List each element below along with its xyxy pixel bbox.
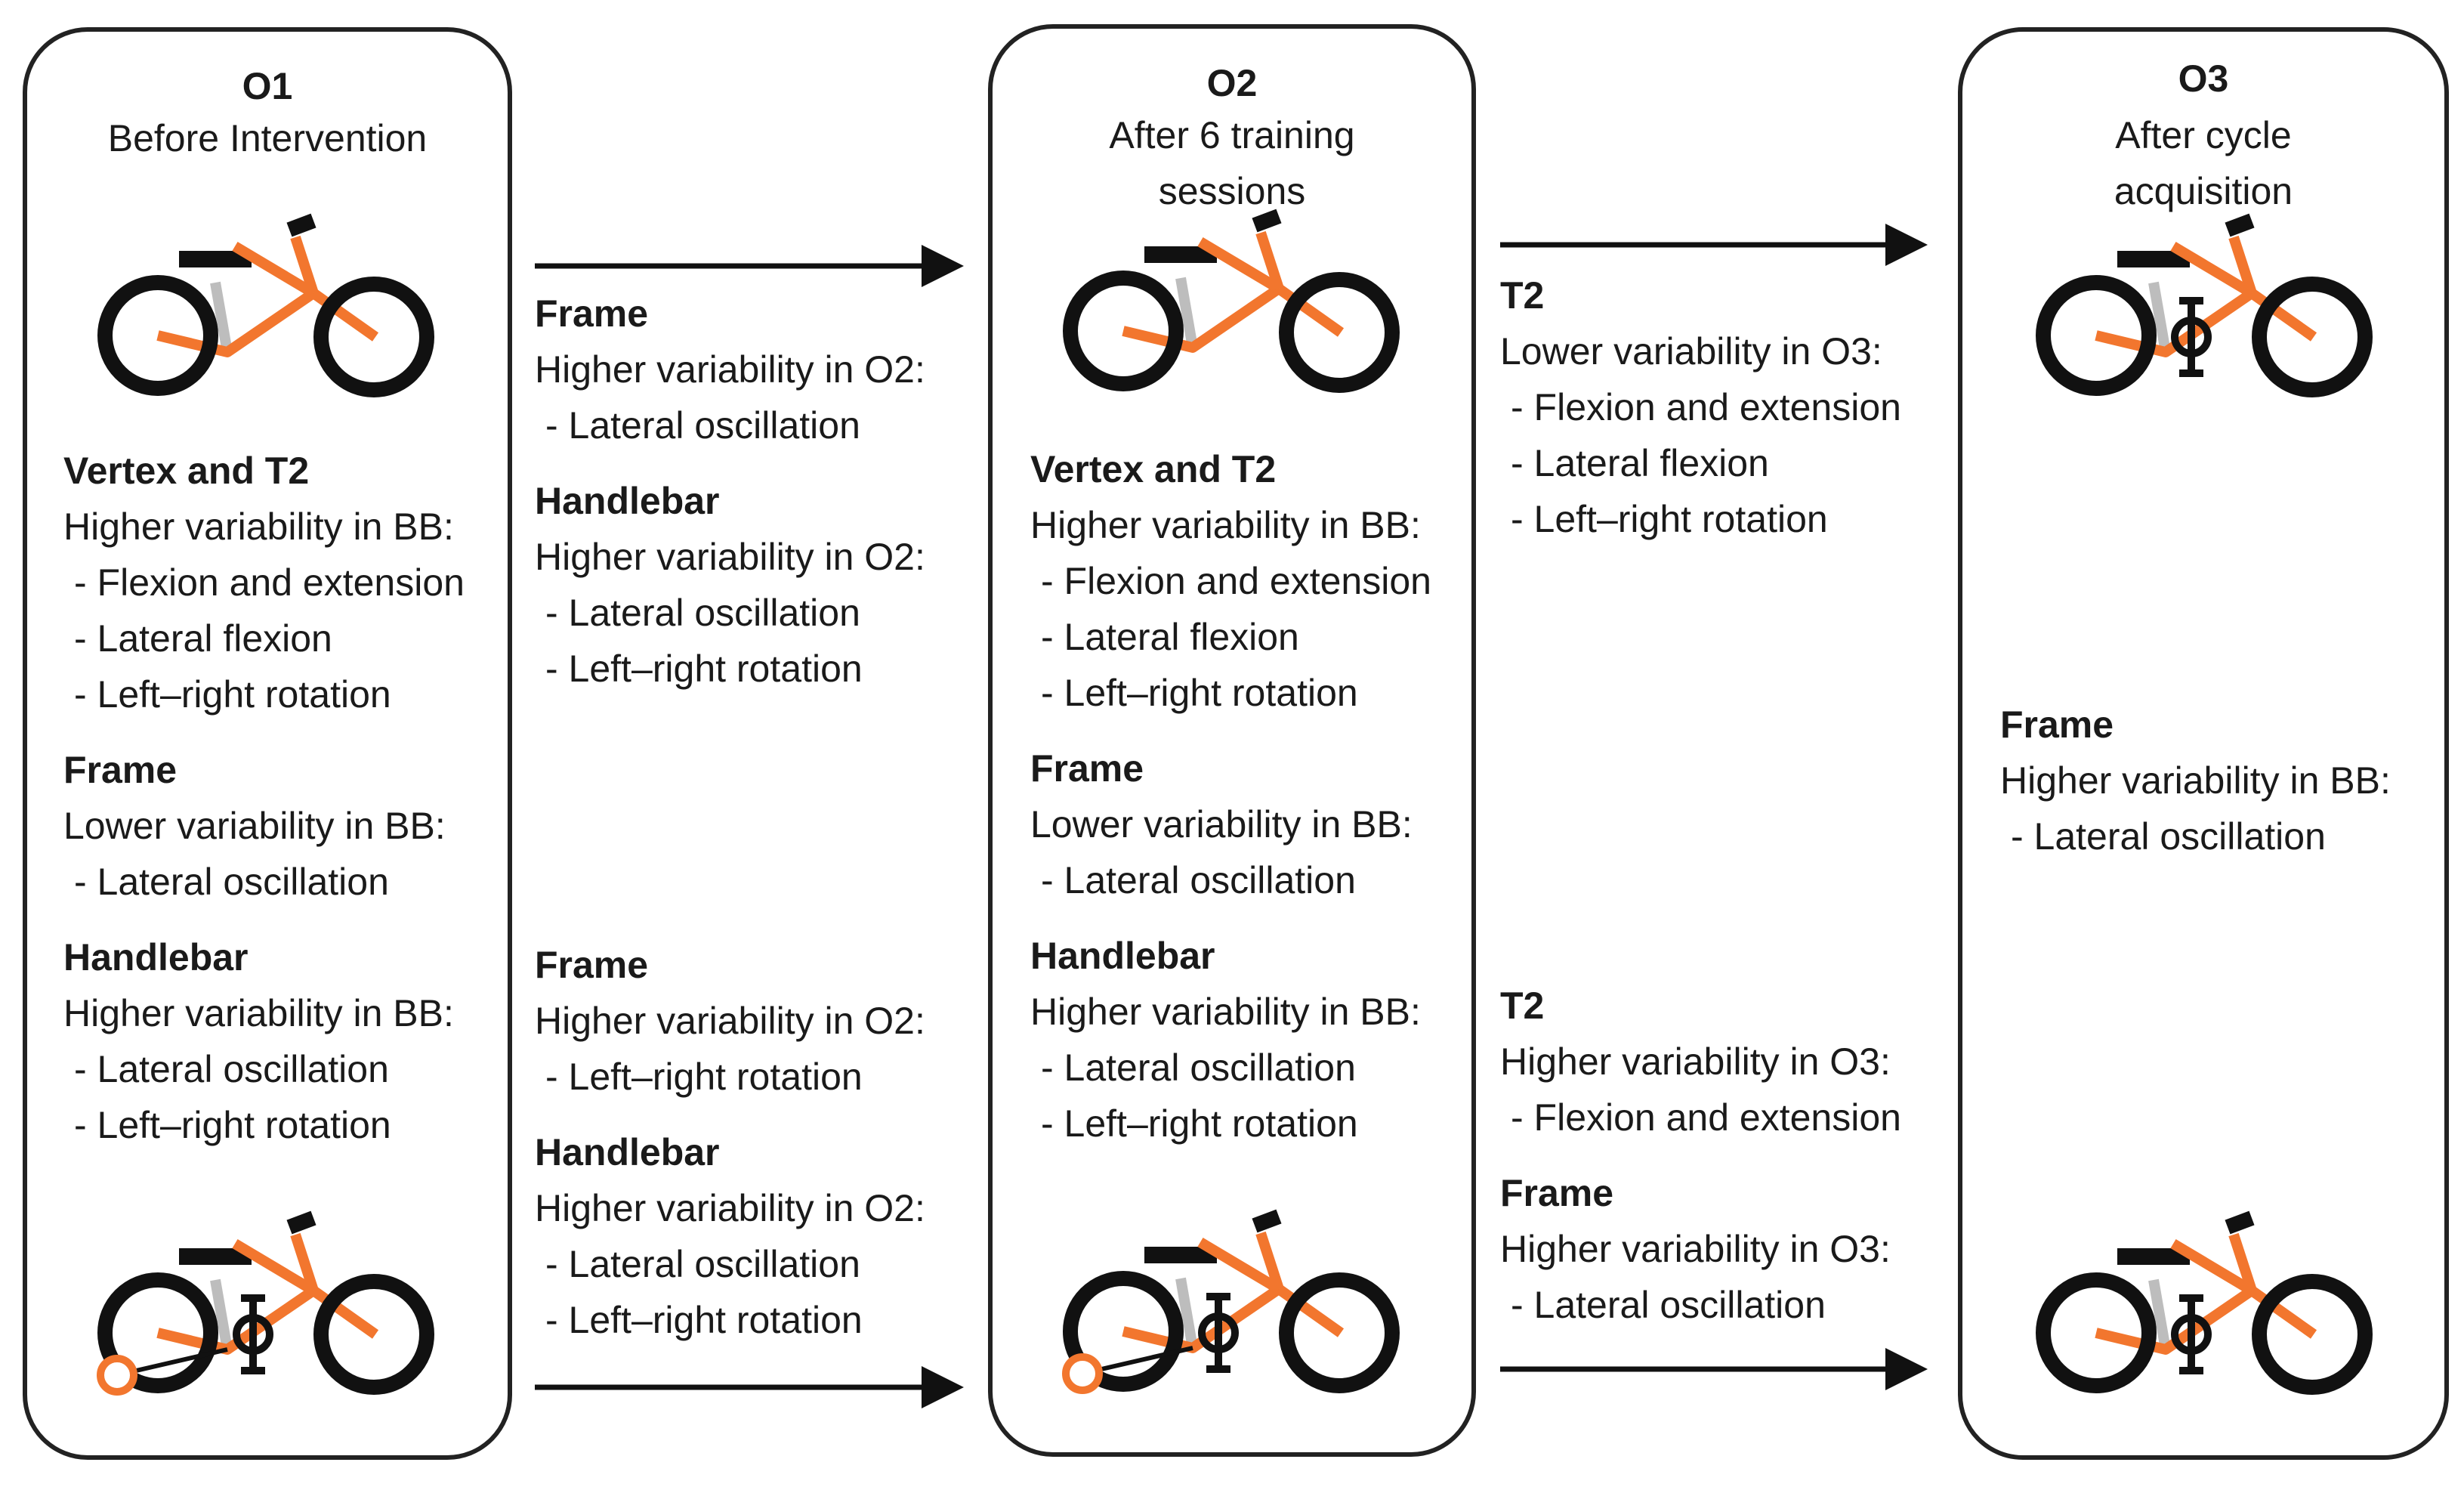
finding-statement: Higher variability in BB:: [63, 992, 454, 1034]
training-bike-icon: [1062, 1209, 1400, 1394]
stage-o1-subtitle-line-1: Before Intervention: [107, 117, 428, 159]
balance-bike-icon: [1063, 209, 1400, 393]
finding-heading: Frame: [535, 292, 649, 335]
finding-heading: Frame: [1500, 1172, 1614, 1214]
finding-heading: Frame: [2000, 703, 2114, 746]
finding-statement: Lower variability in BB:: [1030, 803, 1413, 846]
stage-o2-subtitle-line-1: After 6 training: [1109, 114, 1355, 156]
finding-statement: Higher variability in BB:: [1030, 991, 1421, 1033]
finding-heading: Frame: [535, 944, 649, 986]
finding-item: - Left–right rotation: [74, 673, 391, 716]
stage-o1-title: O1: [242, 65, 293, 107]
finding-heading: Vertex and T2: [63, 450, 310, 492]
balance-bike-icon: [97, 213, 434, 397]
pedal-bike-icon: [2036, 1210, 2373, 1395]
finding-item: - Flexion and extension: [1511, 386, 1901, 428]
finding-heading: Vertex and T2: [1030, 448, 1277, 490]
stage-o3-title: O3: [2178, 57, 2229, 100]
finding-item: - Left–right rotation: [545, 1056, 863, 1098]
finding-item: - Lateral oscillation: [2011, 815, 2326, 858]
stage-o2-title: O2: [1206, 62, 1258, 104]
finding-item: - Lateral flexion: [1041, 616, 1299, 658]
finding-item: - Flexion and extension: [1041, 560, 1431, 602]
finding-item: - Lateral oscillation: [74, 1048, 389, 1090]
finding-item: - Lateral oscillation: [545, 404, 860, 447]
finding-statement: Higher variability in BB:: [2000, 759, 2391, 802]
training-bike-icon: [97, 1210, 434, 1396]
finding-item: - Left–right rotation: [545, 1299, 863, 1341]
finding-statement: Higher variability in BB:: [63, 505, 454, 548]
finding-group: Vertex and T2 Higher variability in BB: - …: [1030, 441, 1431, 721]
finding-heading: Handlebar: [63, 936, 249, 978]
finding-statement: Higher variability in O2:: [535, 1187, 925, 1229]
finding-item: - Flexion and extension: [74, 561, 465, 604]
finding-item: - Lateral flexion: [74, 617, 332, 660]
finding-item: - Lateral oscillation: [74, 861, 389, 903]
finding-heading: Handlebar: [535, 1131, 720, 1173]
stage-o2-subtitle-line-2: sessions: [1158, 170, 1306, 212]
finding-item: - Lateral oscillation: [1041, 859, 1356, 901]
stage-o3-subtitle-line-2: acquisition: [2114, 170, 2293, 212]
finding-heading: Frame: [1030, 747, 1144, 790]
finding-heading: T2: [1500, 985, 1545, 1027]
finding-heading: T2: [1500, 274, 1545, 317]
finding-item: - Flexion and extension: [1511, 1096, 1901, 1139]
finding-statement: Higher variability in O2:: [535, 536, 925, 578]
finding-heading: Frame: [63, 749, 178, 791]
pedal-bike-icon: [2036, 213, 2373, 397]
finding-statement: Lower variability in BB:: [63, 805, 446, 847]
finding-statement: Higher variability in O2:: [535, 1000, 925, 1042]
finding-group: Vertex and T2 Higher variability in BB: - …: [63, 443, 465, 722]
stage-o2-panel: O2 After 6 training sessions: [988, 24, 1476, 1457]
finding-statement: Lower variability in O3:: [1500, 330, 1882, 373]
finding-statement: Higher variability in O2:: [535, 348, 925, 391]
o2-comparison-text: Vertex and T2 Higher variability in BB: - …: [1030, 441, 1431, 1152]
finding-item: - Left–right rotation: [1041, 672, 1358, 714]
stage-o3-panel: O3 After cycle acquisition: [1958, 27, 2449, 1460]
finding-item: - Lateral flexion: [1511, 442, 1769, 484]
finding-statement: Higher variability in O3:: [1500, 1040, 1891, 1083]
finding-item: - Left–right rotation: [1041, 1102, 1358, 1145]
finding-item: - Left–right rotation: [74, 1104, 391, 1146]
finding-heading: Handlebar: [1030, 935, 1215, 977]
finding-item: - Lateral oscillation: [545, 1243, 860, 1285]
stage-o3-subtitle-line-1: After cycle: [2115, 114, 2292, 156]
finding-statement: Higher variability in O3:: [1500, 1228, 1891, 1270]
finding-item: - Left–right rotation: [545, 648, 863, 690]
o1-comparison-text: Vertex and T2 Higher variability in BB: - …: [63, 443, 465, 1153]
finding-item: - Left–right rotation: [1511, 498, 1828, 540]
finding-item: - Lateral oscillation: [1511, 1284, 1826, 1326]
finding-item: - Lateral oscillation: [545, 592, 860, 634]
finding-item: - Lateral oscillation: [1041, 1046, 1356, 1089]
finding-heading: Handlebar: [535, 480, 720, 522]
finding-statement: Higher variability in BB:: [1030, 504, 1421, 546]
